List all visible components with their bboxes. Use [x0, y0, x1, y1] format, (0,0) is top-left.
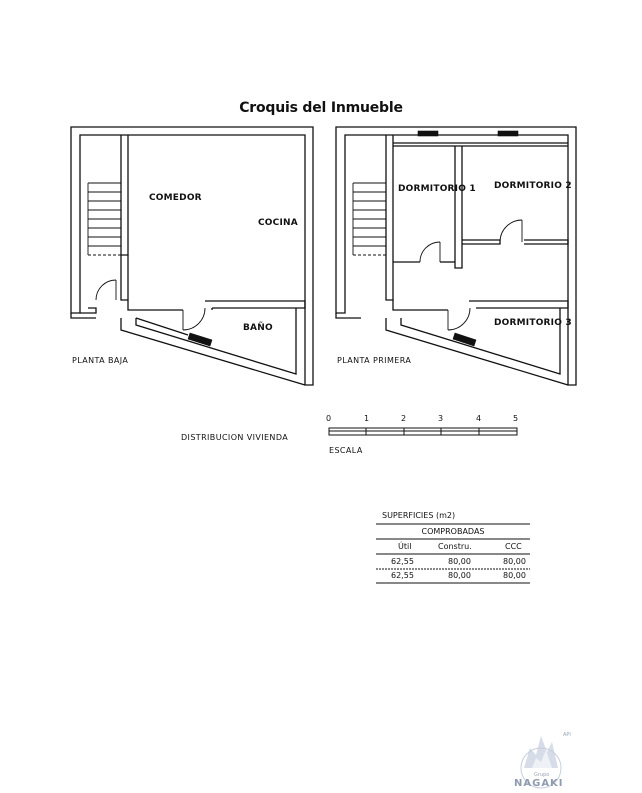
- surfaces-row-1-ccc: 80,00: [503, 557, 526, 566]
- first-floor-plan: [335, 126, 577, 386]
- scale-tick-3: 3: [438, 414, 444, 423]
- room-label-dormitorio-1: DORMITORIO 1: [398, 184, 476, 194]
- scale-tick-5: 5: [513, 414, 519, 423]
- surfaces-table-lines: [376, 523, 530, 584]
- ground-floor-plan: [70, 126, 314, 386]
- surfaces-header-ccc: CCC: [505, 542, 522, 551]
- scale-bar: [328, 427, 518, 436]
- scale-tick-4: 4: [476, 414, 482, 423]
- scale-label: ESCALA: [329, 446, 363, 455]
- room-label-bano: BAÑO: [243, 323, 273, 333]
- logo-small-text: Grupo: [534, 772, 550, 778]
- agency-logo: [520, 736, 562, 789]
- room-label-cocina: COCINA: [258, 218, 298, 228]
- room-label-comedor: COMEDOR: [149, 193, 202, 203]
- surfaces-header-constru: Constru.: [438, 542, 472, 551]
- surfaces-row-2-util: 62,55: [391, 571, 414, 580]
- scale-tick-1: 1: [364, 414, 370, 423]
- logo-mark: API: [563, 732, 571, 738]
- plan-label-planta-baja: PLANTA BAJA: [72, 356, 129, 365]
- plan-label-planta-primera: PLANTA PRIMERA: [337, 356, 412, 365]
- surfaces-row-2-constru: 80,00: [448, 571, 471, 580]
- distribution-label: DISTRIBUCION VIVIENDA: [181, 433, 289, 442]
- scale-tick-0: 0: [326, 414, 332, 423]
- surfaces-row-1-constru: 80,00: [448, 557, 471, 566]
- surfaces-row-2-ccc: 80,00: [503, 571, 526, 580]
- surfaces-row-1-util: 62,55: [391, 557, 414, 566]
- surfaces-header-util: Útil: [398, 542, 412, 551]
- room-label-dormitorio-2: DORMITORIO 2: [494, 181, 572, 191]
- surfaces-title: SUPERFICIES (m2): [382, 511, 456, 520]
- page-title: Croquis del Inmueble: [239, 100, 403, 116]
- surfaces-group: COMPROBADAS: [421, 527, 485, 536]
- scale-tick-2: 2: [401, 414, 407, 423]
- room-label-dormitorio-3: DORMITORIO 3: [494, 318, 572, 328]
- logo-text: NAGAKI: [514, 778, 564, 789]
